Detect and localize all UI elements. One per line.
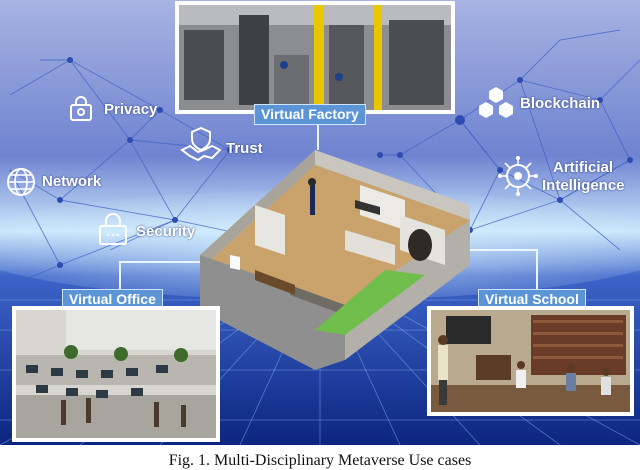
handshake-shield-icon	[180, 126, 222, 162]
virtual-factory-image	[175, 1, 455, 114]
virtual-office-image	[12, 306, 220, 442]
security-lock-icon: ***	[99, 213, 127, 245]
ai-label-line1: Artificial	[553, 159, 614, 176]
privacy-label: Privacy	[104, 101, 158, 118]
figure-caption: Fig. 1. Multi-Disciplinary Metaverse Use…	[168, 452, 472, 469]
trust-label: Trust	[226, 140, 263, 157]
blockchain-label: Blockchain	[520, 95, 601, 112]
svg-text:***: ***	[106, 232, 121, 241]
network-label: Network	[42, 173, 102, 190]
virtual-factory-tag: Virtual Factory	[254, 104, 366, 125]
blockchain-cubes-icon	[479, 87, 513, 118]
security-label: Security	[136, 223, 196, 240]
ai-brain-chip-icon	[498, 156, 538, 196]
privacy-lock-icon	[70, 96, 92, 121]
virtual-school-image	[427, 306, 634, 416]
virtual-house-illustration	[200, 150, 470, 370]
ai-label-line2: Intelligence	[542, 177, 625, 194]
virtual-school-tag: Virtual School	[478, 289, 586, 310]
globe-network-icon	[7, 168, 35, 196]
